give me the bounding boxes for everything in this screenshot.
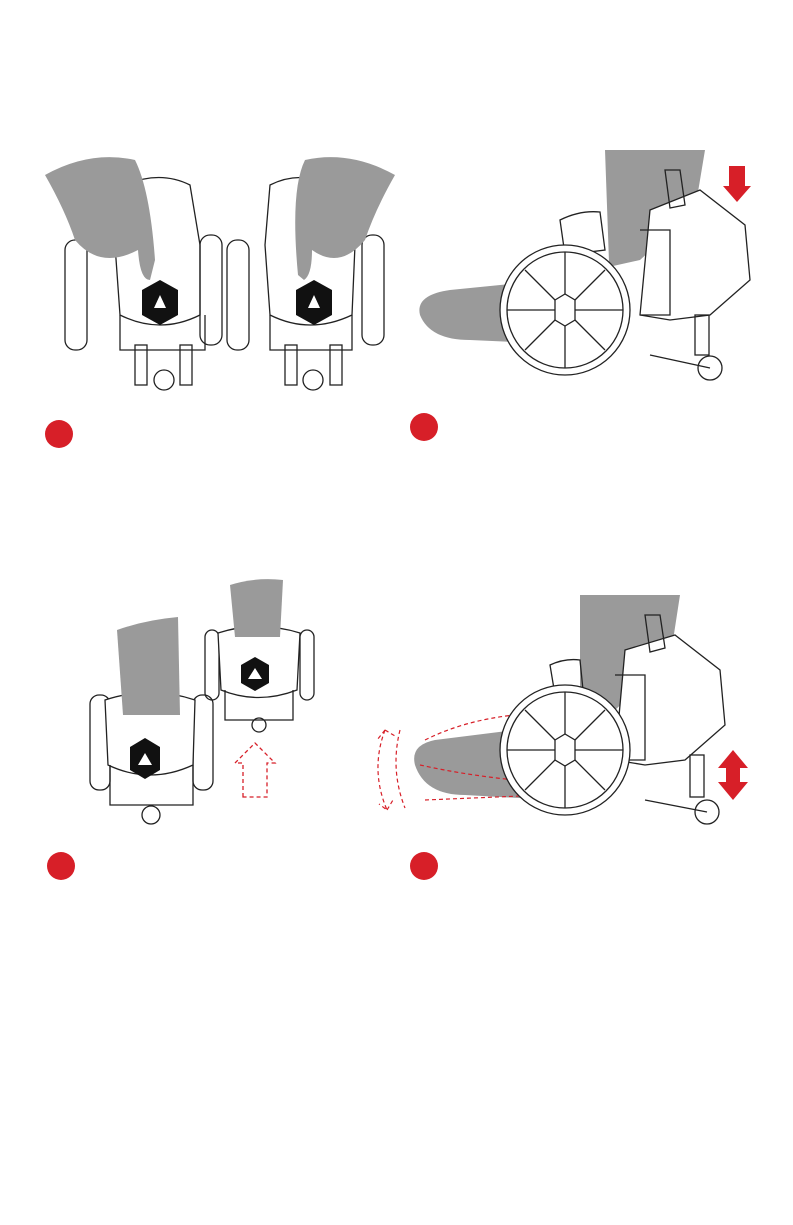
step-1-number	[45, 420, 73, 448]
step-4-number	[410, 852, 438, 880]
step-4-badge	[410, 852, 438, 880]
step-3-number	[47, 852, 75, 880]
skate-side-foot-down-illustration	[410, 140, 780, 400]
down-arrow-icon	[723, 166, 751, 202]
double-arrow-icon	[718, 750, 748, 800]
skate-side-heel-adjust-illustration	[365, 590, 765, 840]
step-4-illustration	[365, 590, 765, 840]
up-arrow-icon	[235, 743, 275, 797]
right-hand-shape	[295, 157, 395, 280]
left-hand-shape	[45, 157, 155, 280]
step-2-number	[410, 413, 438, 441]
step-1-badge	[45, 420, 73, 448]
rotate-arrow-icon	[377, 730, 405, 810]
step-1-illustration	[40, 150, 400, 400]
step-2-badge	[410, 413, 438, 441]
step-3-badge	[47, 852, 75, 880]
step-3-illustration	[75, 575, 335, 830]
skates-front-hands-illustration	[40, 150, 400, 400]
step-2-illustration	[410, 140, 780, 400]
skates-front-foot-slide-illustration	[75, 575, 335, 830]
